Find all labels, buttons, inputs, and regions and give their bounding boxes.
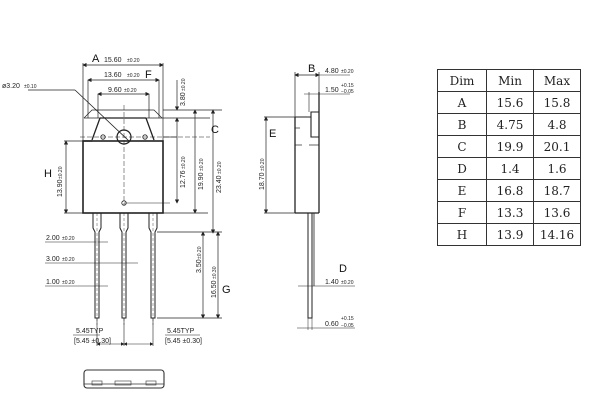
cell-dim: C xyxy=(437,135,487,158)
label-H: H xyxy=(44,168,52,180)
svg-text:1.00: 1.00 xyxy=(46,279,60,286)
svg-text:−0.05: −0.05 xyxy=(341,323,354,329)
cell-max: 18.7 xyxy=(533,179,581,202)
svg-text:3.80: 3.80 xyxy=(180,92,187,106)
svg-text:23.40: 23.40 xyxy=(216,175,223,193)
table-row: E 16.8 18.7 xyxy=(437,179,581,202)
svg-text:9.60: 9.60 xyxy=(108,87,122,94)
svg-text:16.50: 16.50 xyxy=(211,280,218,298)
label-E: E xyxy=(269,128,276,140)
table-row: F 13.3 13.6 xyxy=(437,201,581,224)
cell-dim: F xyxy=(437,201,487,224)
leads xyxy=(92,213,158,325)
front-view xyxy=(28,62,222,346)
cell-min: 1.4 xyxy=(486,157,534,180)
cell-min: 15.6 xyxy=(486,91,534,114)
cell-max: 15.8 xyxy=(533,91,581,114)
svg-text:3.50: 3.50 xyxy=(196,259,203,273)
cell-dim: E xyxy=(437,179,487,202)
svg-text:[5.45 ±0.30]: [5.45 ±0.30] xyxy=(165,338,202,345)
svg-text:±0.20: ±0.20 xyxy=(181,156,187,169)
header-min: Min xyxy=(486,69,534,92)
dimension-table: Dim Min Max A 15.6 15.8 B 4.75 4.8 C 19.… xyxy=(437,69,581,246)
svg-text:±0.20: ±0.20 xyxy=(62,280,75,286)
svg-text:19.90: 19.90 xyxy=(198,172,205,190)
header-max: Max xyxy=(533,69,581,92)
svg-text:±0.20: ±0.20 xyxy=(62,257,75,263)
svg-text:0.60: 0.60 xyxy=(325,321,339,328)
label-F: F xyxy=(145,69,152,81)
svg-text:±0.20: ±0.20 xyxy=(181,78,187,91)
svg-text:±0.20: ±0.20 xyxy=(199,158,205,171)
table-row: H 13.9 14.16 xyxy=(437,223,581,246)
svg-text:3.00: 3.00 xyxy=(46,256,60,263)
svg-text:15.60: 15.60 xyxy=(104,57,122,64)
cell-dim: H xyxy=(437,223,487,246)
table-row: B 4.75 4.8 xyxy=(437,113,581,136)
svg-text:1.40: 1.40 xyxy=(325,279,339,286)
svg-text:4.80: 4.80 xyxy=(325,68,339,75)
svg-text:1.50: 1.50 xyxy=(325,87,339,94)
cell-min: 19.9 xyxy=(486,135,534,158)
svg-text:18.70: 18.70 xyxy=(259,172,266,190)
header-dim: Dim xyxy=(437,69,487,92)
label-A: A xyxy=(92,53,100,65)
svg-text:ø3.20: ø3.20 xyxy=(2,83,20,90)
table-row: C 19.9 20.1 xyxy=(437,135,581,158)
cell-max: 13.6 xyxy=(533,201,581,224)
svg-text:±0.10: ±0.10 xyxy=(24,84,37,90)
cell-max: 1.6 xyxy=(533,157,581,180)
cell-min: 13.9 xyxy=(486,223,534,246)
svg-text:[5.45 ±0.30]: [5.45 ±0.30] xyxy=(74,338,111,345)
cell-dim: B xyxy=(437,113,487,136)
table-row: A 15.6 15.8 xyxy=(437,91,581,114)
svg-text:±0.20: ±0.20 xyxy=(341,69,354,75)
label-C: C xyxy=(211,124,219,136)
front-view-labels: A 15.60 ±0.20 13.60 ±0.20 F 9.60 ±0.20 ø… xyxy=(2,53,231,345)
svg-text:±0.30: ±0.30 xyxy=(212,266,218,279)
cell-max: 20.1 xyxy=(533,135,581,158)
svg-text:±0.20: ±0.20 xyxy=(124,88,137,94)
cell-max: 14.16 xyxy=(533,223,581,246)
cell-dim: A xyxy=(437,91,487,114)
svg-text:±0.20: ±0.20 xyxy=(341,280,354,286)
svg-text:2.00: 2.00 xyxy=(46,235,60,242)
svg-text:13.60: 13.60 xyxy=(104,72,122,79)
table-header-row: Dim Min Max xyxy=(437,69,581,92)
cell-min: 4.75 xyxy=(486,113,534,136)
side-view-labels: B 4.80 ±0.20 1.50 +0.15 −0.05 E 18.70 ±0… xyxy=(259,63,354,329)
bottom-view xyxy=(83,369,165,389)
cell-max: 4.8 xyxy=(533,113,581,136)
svg-text:±0.20: ±0.20 xyxy=(58,166,64,179)
svg-text:−0.05: −0.05 xyxy=(341,89,354,95)
svg-text:+0.15: +0.15 xyxy=(341,83,354,89)
label-B: B xyxy=(308,63,315,75)
label-G: G xyxy=(222,284,231,296)
cell-min: 13.3 xyxy=(486,201,534,224)
svg-text:5.45TYP: 5.45TYP xyxy=(167,328,195,335)
svg-text:±0.20: ±0.20 xyxy=(217,161,223,174)
svg-text:+0.15: +0.15 xyxy=(341,316,354,322)
svg-text:±0.20: ±0.20 xyxy=(197,246,203,259)
cell-dim: D xyxy=(437,157,487,180)
side-view xyxy=(263,72,355,330)
svg-text:5.45TYP: 5.45TYP xyxy=(76,328,104,335)
svg-text:±0.20: ±0.20 xyxy=(127,58,140,64)
svg-text:±0.20: ±0.20 xyxy=(127,73,140,79)
svg-text:±0.20: ±0.20 xyxy=(260,158,266,171)
svg-text:±0.20: ±0.20 xyxy=(62,236,75,242)
svg-text:13.90: 13.90 xyxy=(57,179,64,197)
table-row: D 1.4 1.6 xyxy=(437,157,581,180)
cell-min: 16.8 xyxy=(486,179,534,202)
label-D: D xyxy=(339,263,347,275)
svg-text:12.76: 12.76 xyxy=(180,170,187,188)
